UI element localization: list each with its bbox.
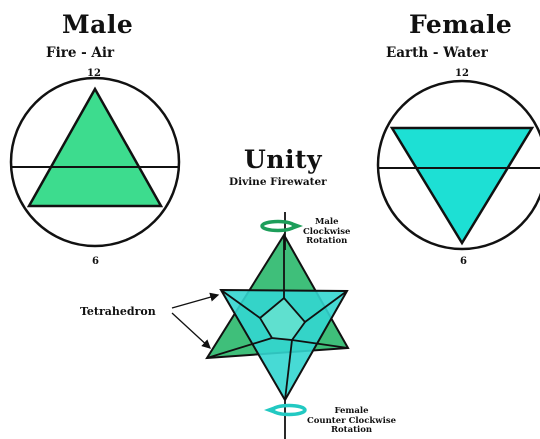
female-rotation-icon — [264, 398, 305, 439]
star-tetrahedron — [207, 235, 348, 400]
female-symbol — [378, 81, 540, 249]
tetrahedron-pointers — [172, 295, 218, 348]
male-symbol — [11, 78, 179, 246]
